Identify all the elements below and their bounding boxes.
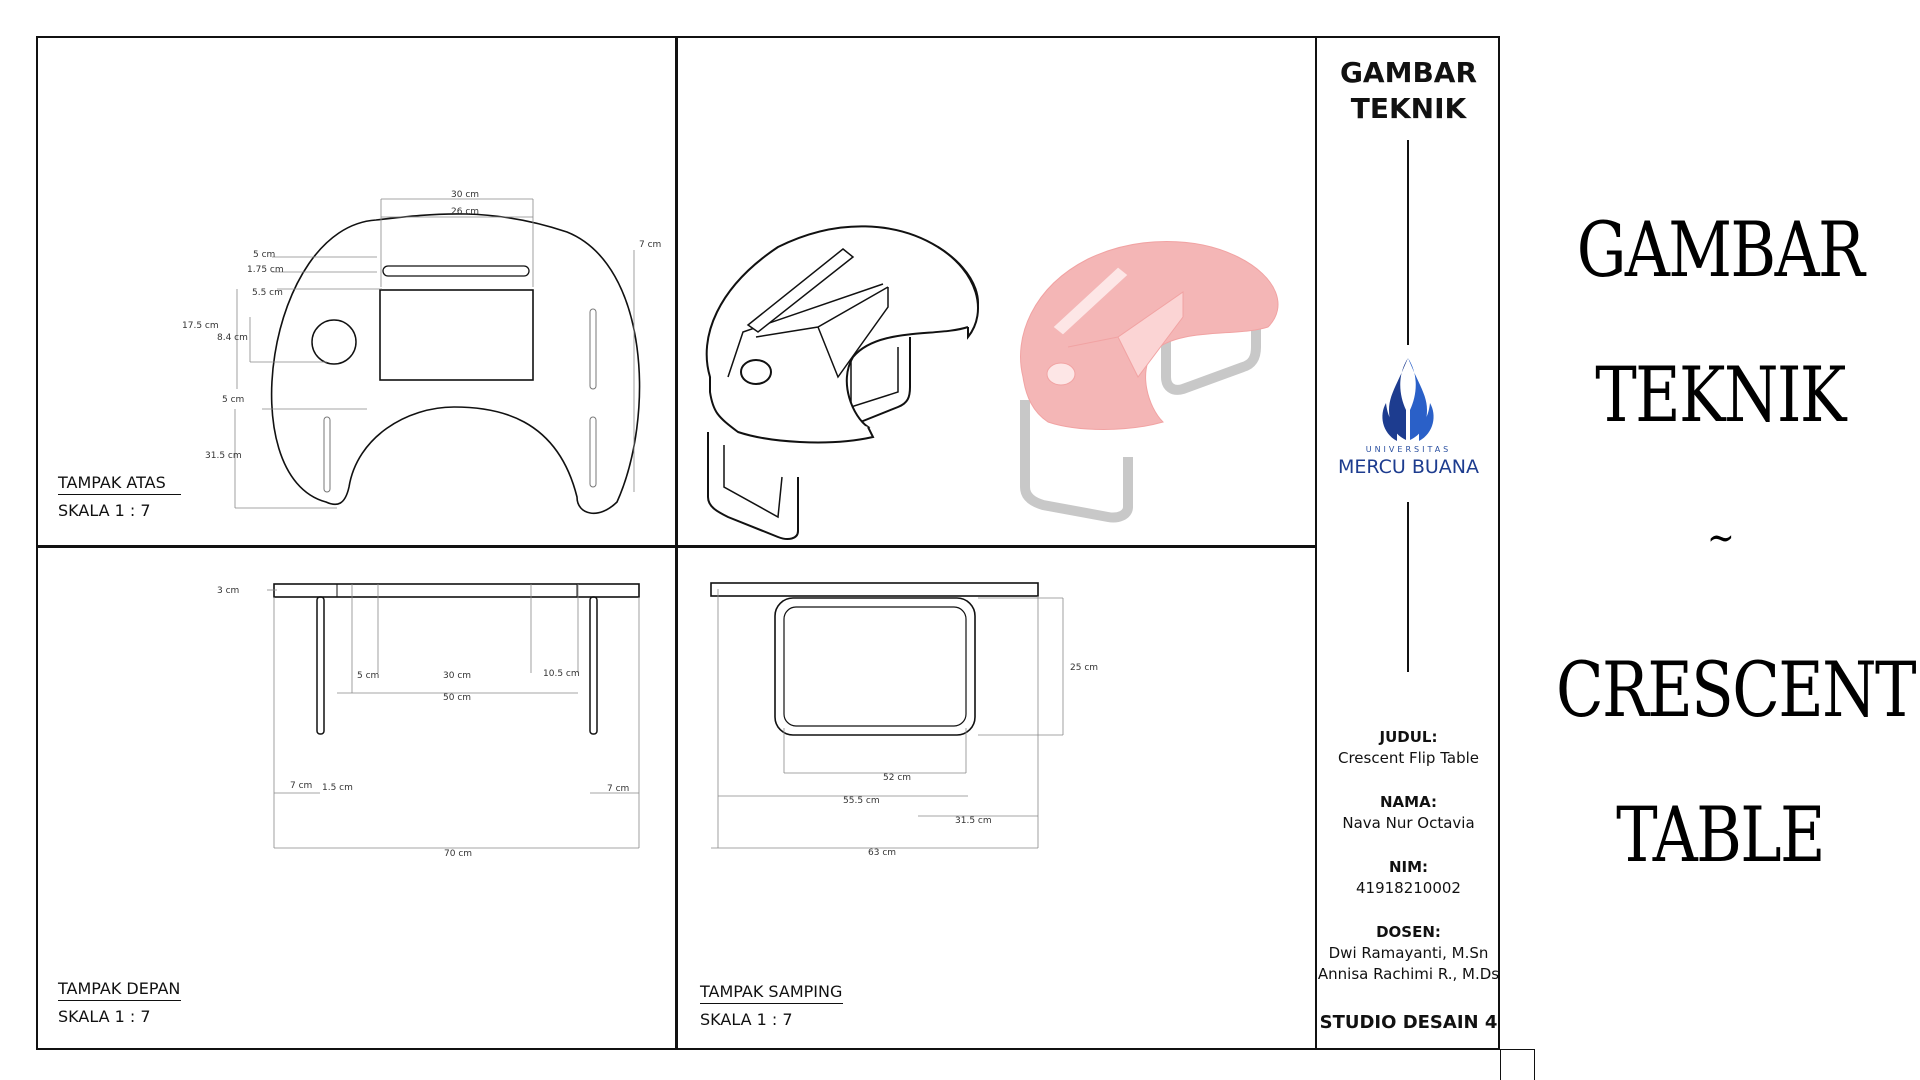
dosen-label: DOSEN: <box>1376 923 1441 941</box>
title-block: GAMBAR TEKNIK UNIVERSITAS MERCU BUANA JU… <box>1317 37 1500 1049</box>
tb-line-top <box>1407 140 1409 345</box>
dim-26: 26 cm <box>451 207 479 217</box>
dosen-block: DOSEN: Dwi Ramayanti, M.Sn Annisa Rachim… <box>1317 922 1500 985</box>
pink-render <box>1020 241 1279 523</box>
tb-heading-line1: GAMBAR <box>1339 56 1478 89</box>
nim-block: NIM: 41918210002 <box>1317 857 1500 899</box>
top-outline <box>270 213 641 515</box>
dosen-value-1: Dwi Ramayanti, M.Sn <box>1328 944 1489 962</box>
front-right-leg <box>589 596 598 735</box>
front-view-drawing: 3 cm 5 cm 30 cm 10.5 cm 50 cm 7 cm 1.5 c… <box>217 583 640 859</box>
dim-3: 3 cm <box>217 586 239 596</box>
dim-315: 31.5 cm <box>205 451 242 461</box>
side-view-title: TAMPAK SAMPING <box>700 982 843 1004</box>
top-view-scale: SKALA 1 : 7 <box>58 501 151 520</box>
judul-block: JUDUL: Crescent Flip Table <box>1317 727 1500 769</box>
logo-name-text: MERCU BUANA <box>1337 456 1479 478</box>
nim-value: 41918210002 <box>1356 879 1461 897</box>
render-panel <box>678 37 1315 545</box>
judul-value: Crescent Flip Table <box>1337 749 1480 767</box>
side-frame-outer <box>774 597 976 736</box>
dim-25: 25 cm <box>1070 663 1098 673</box>
front-left-leg <box>316 596 325 735</box>
tb-heading-line2: TEKNIK <box>1350 92 1467 125</box>
top-view-drawing: 30 cm 26 cm 7 cm 5 cm 1.75 cm 5.5 cm 17.… <box>182 190 661 515</box>
line-render <box>705 225 979 540</box>
horizontal-divider <box>37 545 1315 548</box>
dim-30: 30 cm <box>443 671 471 681</box>
vertical-divider <box>675 37 678 1049</box>
front-view-title: TAMPAK DEPAN <box>58 979 181 1001</box>
dim-7b: 7 cm <box>607 784 629 794</box>
dim-15: 1.5 cm <box>322 783 353 793</box>
side-frame-inner <box>783 606 967 727</box>
tb-heading: GAMBAR TEKNIK <box>1317 55 1500 127</box>
dim-55: 5.5 cm <box>252 288 283 298</box>
big-title-line1: GAMBAR <box>1576 205 1865 295</box>
side-view-panel: 25 cm 52 cm 55.5 cm 31.5 cm 63 cm TAMPAK… <box>678 548 1315 1049</box>
right-slot <box>589 308 597 390</box>
dim-555: 55.5 cm <box>843 796 880 806</box>
dim-315: 31.5 cm <box>955 816 992 826</box>
dim-7: 7 cm <box>639 240 661 250</box>
dim-5a: 5 cm <box>253 250 275 260</box>
titleblock-divider <box>1315 37 1317 1049</box>
left-slot <box>323 416 331 493</box>
tablet-area <box>379 289 534 381</box>
dim-50: 50 cm <box>443 693 471 703</box>
front-view-scale: SKALA 1 : 7 <box>58 1007 151 1026</box>
render-drawing <box>705 225 1279 540</box>
big-title-line4: CRESCENT <box>1556 645 1917 735</box>
corner-box <box>1500 1049 1535 1080</box>
cup-hole <box>311 319 357 365</box>
mercu-buana-logo-icon <box>1382 358 1434 441</box>
side-top <box>710 582 1039 597</box>
nama-value: Nava Nur Octavia <box>1342 814 1475 832</box>
dim-175: 1.75 cm <box>247 265 284 275</box>
logo-university-text: UNIVERSITAS <box>1365 445 1452 454</box>
big-title-line3: ~ <box>1707 515 1735 562</box>
dim-175b: 17.5 cm <box>182 321 219 331</box>
dim-63: 63 cm <box>868 848 896 858</box>
big-title-line5: TABLE <box>1616 790 1826 880</box>
studio-label: STUDIO DESAIN 4 <box>1319 1012 1498 1033</box>
right-slot-2 <box>589 416 597 488</box>
dim-52: 52 cm <box>883 773 911 783</box>
side-view-scale: SKALA 1 : 7 <box>700 1010 793 1029</box>
dim-70: 70 cm <box>444 849 472 859</box>
nim-label: NIM: <box>1388 858 1429 876</box>
tb-line-bottom <box>1407 502 1409 672</box>
nama-block: NAMA: Nava Nur Octavia <box>1317 792 1500 834</box>
drawing-frame <box>36 36 1500 1050</box>
dim-30: 30 cm <box>451 190 479 200</box>
dim-5b: 5 cm <box>222 395 244 405</box>
front-top <box>273 583 640 598</box>
slot-rect <box>382 265 530 277</box>
judul-label: JUDUL: <box>1379 728 1438 746</box>
big-title-line2: TEKNIK <box>1595 350 1847 440</box>
front-view-panel: 3 cm 5 cm 30 cm 10.5 cm 50 cm 7 cm 1.5 c… <box>37 548 675 1049</box>
side-view-drawing: 25 cm 52 cm 55.5 cm 31.5 cm 63 cm <box>710 582 1098 858</box>
dosen-value-2: Annisa Rachimi R., M.Ds <box>1317 965 1500 983</box>
nama-label: NAMA: <box>1380 793 1437 811</box>
dim-105: 10.5 cm <box>543 669 580 679</box>
dim-7a: 7 cm <box>290 781 312 791</box>
top-view-panel: 30 cm 26 cm 7 cm 5 cm 1.75 cm 5.5 cm 17.… <box>37 37 675 545</box>
top-view-title: TAMPAK ATAS <box>58 473 181 495</box>
dim-84: 8.4 cm <box>217 333 248 343</box>
dim-5: 5 cm <box>357 671 379 681</box>
